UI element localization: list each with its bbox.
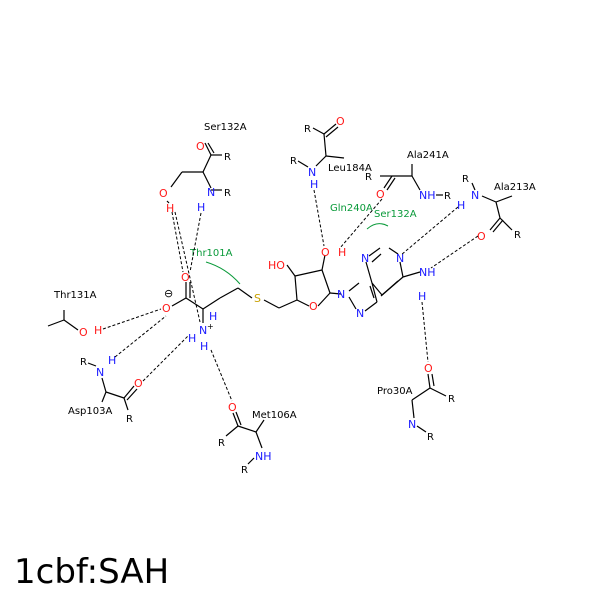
residue-label-leu184: Leu184A xyxy=(328,163,372,174)
hbond-asp103-n xyxy=(114,315,167,358)
residue-label-pro30: Pro30A xyxy=(377,386,413,397)
ala213-h: H xyxy=(457,199,465,212)
pro30-o: O xyxy=(424,362,433,375)
svg-text:R: R xyxy=(241,465,248,476)
minus-charge-icon: ⊖ xyxy=(164,287,173,300)
atom-o2-hydroxyl: HO xyxy=(268,259,285,272)
leu184-o: O xyxy=(336,115,345,128)
svg-text:R: R xyxy=(304,124,311,135)
ser132-top-hg: H xyxy=(166,202,174,215)
residue-label-met106: Met106A xyxy=(252,410,297,421)
residue-label-gln240: Gln240A xyxy=(330,203,373,214)
ala241-o: O xyxy=(376,188,385,201)
residue-ala213: R N H Ala213A O R xyxy=(457,174,536,243)
hbond-ala241 xyxy=(339,198,383,249)
ala213-o: O xyxy=(477,230,486,243)
ser132-top-og: O xyxy=(159,187,168,200)
ligand-sah xyxy=(171,247,421,323)
svg-text:R: R xyxy=(462,174,469,185)
svg-text:R: R xyxy=(427,432,434,443)
svg-text:R: R xyxy=(126,414,133,425)
residue-thr131: Thr131A O H xyxy=(47,290,102,339)
hbond-ala213-n xyxy=(400,206,459,256)
hbond-pro30 xyxy=(421,301,429,363)
atom-n6: NH xyxy=(419,266,436,279)
residue-gln240-ser132: Gln240A Ser132A xyxy=(330,203,417,230)
ligand-atom-labels: HO O O S O O ⊖ N + H H H N N N N NH H xyxy=(162,246,436,353)
asp103-o: O xyxy=(134,377,143,390)
atom-sulfur: S xyxy=(254,292,261,305)
hbond-ser132-n xyxy=(189,212,202,273)
residue-label-thr131: Thr131A xyxy=(53,290,97,301)
atom-carboxyl-o2: O xyxy=(162,302,171,315)
atom-amine-h1: H xyxy=(188,332,196,345)
atom-n6-h: H xyxy=(418,290,426,303)
atom-amine-h3: H xyxy=(209,310,217,323)
atom-carboxyl-o1: O xyxy=(181,271,190,284)
residue-met106: O Met106A R NH R xyxy=(218,401,297,476)
met106-n: NH xyxy=(255,450,272,463)
residue-label-asp103: Asp103A xyxy=(68,406,112,417)
svg-text:R: R xyxy=(448,394,455,405)
residue-ser132-top: Ser132A O R N R H O H xyxy=(159,122,247,215)
svg-text:R: R xyxy=(80,357,87,368)
atom-o3-hydroxyl: O xyxy=(321,246,330,259)
atom-n9: N xyxy=(337,288,345,301)
atom-n1: N xyxy=(396,252,404,265)
atom-amine-n: N xyxy=(199,324,207,337)
atom-n3: N xyxy=(361,252,369,265)
hbond-met106 xyxy=(210,349,233,402)
residue-label-ala241: Ala241A xyxy=(407,150,449,161)
residue-asp103: R N H O R Asp103A xyxy=(68,354,143,425)
residue-thr101: Thr101A xyxy=(189,248,241,285)
residue-ala241: Ala241A R O NH R xyxy=(365,150,451,202)
plus-charge-icon: + xyxy=(207,322,214,331)
ala241-n: NH xyxy=(419,189,436,202)
residue-label-thr101: Thr101A xyxy=(189,248,233,259)
svg-text:R: R xyxy=(365,172,372,183)
ala213-n: N xyxy=(471,189,479,202)
residue-label-ser132-mid: Ser132A xyxy=(374,209,417,220)
svg-text:R: R xyxy=(444,191,451,202)
leu184-h: H xyxy=(310,178,318,191)
thr131-og: O xyxy=(79,326,88,339)
asp103-h: H xyxy=(108,354,116,367)
svg-text:R: R xyxy=(514,230,521,241)
ser132-top-o: O xyxy=(196,140,205,153)
svg-text:R: R xyxy=(290,156,297,167)
atom-o3-h: H xyxy=(338,246,346,259)
hbond-ser132-og xyxy=(171,211,184,273)
hbond-leu184 xyxy=(313,189,325,247)
atom-amine-h2: H xyxy=(200,340,208,353)
hbond-ala213-o xyxy=(430,235,479,269)
leu184-n: N xyxy=(308,166,316,179)
residue-label-ala213: Ala213A xyxy=(494,182,536,193)
hbond-thr131 xyxy=(102,308,162,330)
ser132-top-nh: H xyxy=(197,201,205,214)
residue-label-ser132-top: Ser132A xyxy=(204,122,247,133)
atom-n7: N xyxy=(356,307,364,320)
thr131-hg: H xyxy=(94,324,102,337)
svg-text:R: R xyxy=(224,152,231,163)
atom-ribose-o: O xyxy=(309,300,318,313)
residue-pro30: O Pro30A R N R xyxy=(377,362,455,443)
page-title: 1cbf:SAH xyxy=(14,552,170,592)
residue-leu184: R O R N H Leu184A xyxy=(290,115,372,191)
svg-text:R: R xyxy=(224,188,231,199)
pro30-n: N xyxy=(408,418,416,431)
hbond-asp103-o xyxy=(142,334,190,382)
hydrogen-bonds xyxy=(102,189,479,402)
met106-o: O xyxy=(228,401,237,414)
hbond-ser132-amine xyxy=(174,211,201,323)
ser132-top-n: N xyxy=(207,186,215,199)
asp103-n: N xyxy=(96,366,104,379)
svg-text:R: R xyxy=(218,438,225,449)
